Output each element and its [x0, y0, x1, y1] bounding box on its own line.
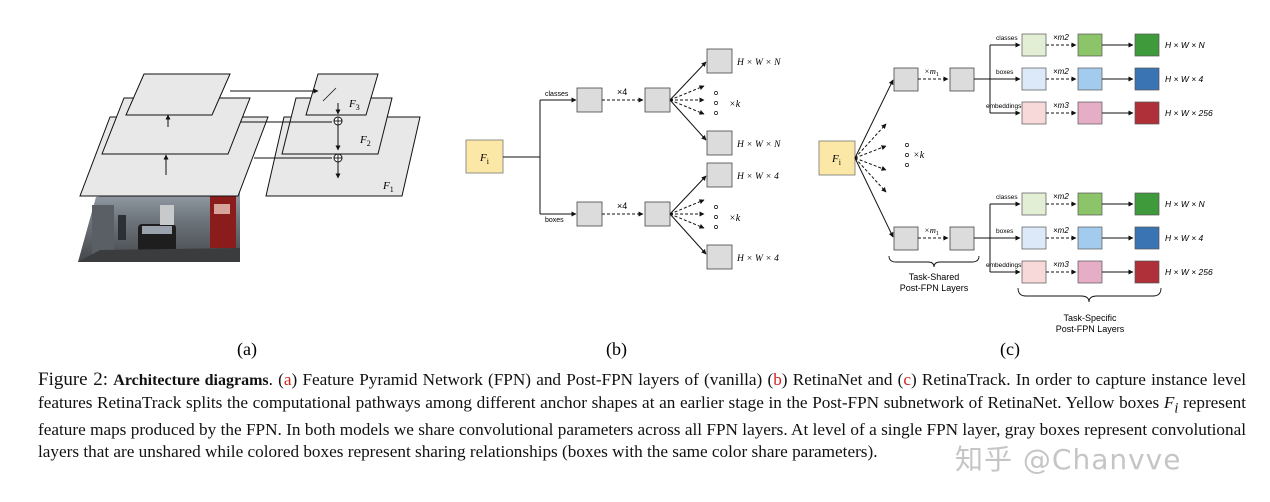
fpn-plane-f3	[305, 73, 379, 116]
fi-label-c: Fi	[831, 153, 842, 167]
head-conv-box	[1077, 67, 1103, 91]
head-label-boxes: boxes	[996, 69, 1014, 76]
fpn-feature-box-c	[818, 140, 856, 176]
head-conv-box	[1021, 101, 1047, 125]
caption-ref-c[interactable]: c	[903, 370, 911, 389]
branch-boxes-label: boxes	[545, 217, 564, 224]
figure-caption: Figure 2: Architecture diagrams. (a) Fea…	[38, 369, 1247, 461]
task-specific-heads: classes ×m2 H × W × N boxes ×m2 H × W × 4 embe…	[986, 33, 1213, 284]
head-label-embeddings: embeddings	[986, 103, 1022, 110]
caption-fi: F	[1163, 392, 1175, 412]
caption-ref-b[interactable]: b	[773, 370, 782, 389]
panel-label-a: (a)	[237, 339, 257, 360]
head-conv-box	[1077, 33, 1103, 57]
output-classes-2: H × W × N	[736, 140, 781, 150]
head-output-box	[1134, 260, 1160, 284]
head-repeat-label: ×m2	[1053, 192, 1069, 201]
label-f1: F1	[382, 180, 394, 194]
output-boxes-2: H × W × 4	[736, 254, 779, 264]
anchors-label-classes: ×k	[729, 99, 741, 110]
head-output-label: H × W × N	[1165, 199, 1206, 209]
shared-repeat-top: ×m1	[924, 66, 939, 78]
head-output-box	[1134, 101, 1160, 125]
task-shared-line1: Task-Shared	[909, 272, 960, 282]
panel-a-fpn: F3 F2 F1 (a)	[78, 73, 421, 360]
label-f2: F2	[359, 134, 371, 148]
head-conv-box	[1021, 67, 1047, 91]
panel-c-retinatrack: Fi ×k ×m1 ×m1 classes ×m2 H × W × N boxes ×m…	[818, 33, 1213, 360]
head-output-label: H × W × 256	[1165, 108, 1213, 118]
fi-label: Fi	[479, 152, 490, 166]
head-conv-box	[1077, 192, 1103, 216]
task-shared-line2: Post-FPN Layers	[900, 283, 969, 293]
head-conv-box	[1021, 260, 1047, 284]
head-output-label: H × W × N	[1165, 40, 1206, 50]
caption-ref-a[interactable]: a	[283, 370, 292, 389]
panel-label-b: (b)	[606, 339, 627, 360]
head-repeat-label: ×m3	[1053, 101, 1069, 110]
head-conv-box	[1021, 226, 1047, 250]
head-repeat-label: ×m2	[1053, 226, 1069, 235]
head-label-embeddings: embeddings	[986, 262, 1022, 269]
head-repeat-label: ×m2	[1053, 67, 1069, 76]
head-output-box	[1134, 67, 1160, 91]
head-conv-box	[1021, 33, 1047, 57]
anchors-label-c: ×k	[913, 150, 925, 161]
street-photo	[78, 178, 240, 262]
head-label-classes: classes	[996, 194, 1018, 201]
output-boxes-1: H × W × 4	[736, 172, 779, 182]
caption-title: Architecture diagrams	[113, 372, 269, 389]
anchors-label-boxes: ×k	[729, 213, 741, 224]
head-repeat-label: ×m3	[1053, 260, 1069, 269]
task-specific-line2: Post-FPN Layers	[1056, 324, 1125, 334]
caption-figure-number: Figure 2:	[38, 369, 109, 390]
output-classes-1: H × W × N	[736, 58, 781, 68]
head-output-box	[1134, 192, 1160, 216]
head-output-box	[1134, 33, 1160, 57]
panel-label-c: (c)	[1000, 339, 1020, 360]
head-conv-box	[1021, 192, 1047, 216]
label-f3: F3	[348, 98, 360, 112]
panel-b-retinanet: Fi classes boxes ×4 ×k H × W × N H × W ×…	[465, 48, 781, 360]
head-output-label: H × W × 4	[1165, 74, 1204, 84]
head-conv-box	[1077, 226, 1103, 250]
head-output-box	[1134, 226, 1160, 250]
task-specific-line1: Task-Specific	[1063, 313, 1117, 323]
head-label-boxes: boxes	[996, 228, 1014, 235]
architecture-figure: F3 F2 F1 (a) Fi classes boxes ×4 ×k H × …	[78, 33, 1213, 360]
head-output-label: H × W × 256	[1165, 267, 1213, 277]
watermark: 知乎 @Chanvve	[955, 443, 1182, 476]
head-conv-box	[1077, 101, 1103, 125]
head-repeat-label: ×m2	[1053, 33, 1069, 42]
shared-repeat-bottom: ×m1	[924, 225, 939, 237]
branch-classes-label: classes	[545, 91, 569, 98]
head-conv-box	[1077, 260, 1103, 284]
repeat-label-boxes: ×4	[617, 201, 627, 211]
head-label-classes: classes	[996, 35, 1018, 42]
head-output-label: H × W × 4	[1165, 233, 1204, 243]
repeat-label-classes: ×4	[617, 87, 627, 97]
